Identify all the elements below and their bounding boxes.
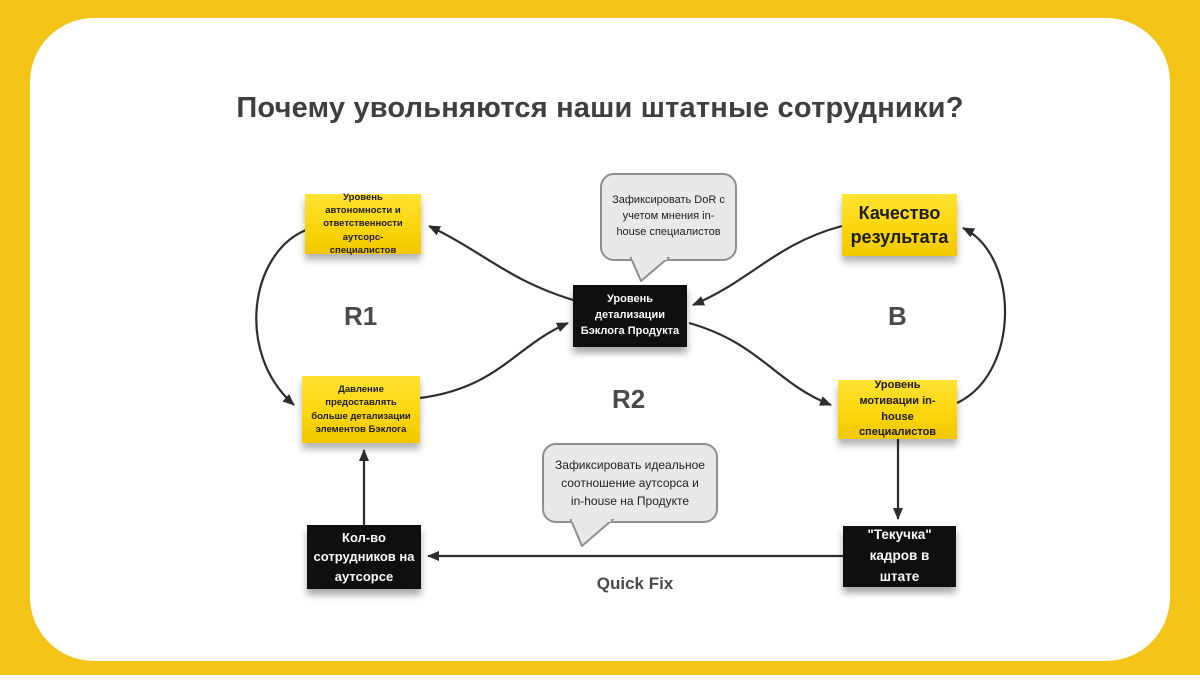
node-outsource-count: Кол-во сотрудников на аутсорсе [307, 525, 421, 589]
slide-background: Почему увольняются наши штатные сотрудни… [0, 0, 1200, 675]
speech-tail-icon [629, 257, 671, 282]
node-autonomy-outsource: Уровень автономности и ответственности а… [305, 192, 421, 256]
speech-tail-icon [569, 519, 615, 547]
slide-card: Почему увольняются наши штатные сотрудни… [30, 18, 1170, 661]
node-result-quality: Качество результата [842, 194, 957, 256]
callout-ratio-bubble: Зафиксировать идеальное соотношение аутс… [542, 443, 718, 547]
arrow-autonomy-to-pressure [255, 228, 307, 406]
callout-dor-text: Зафиксировать DoR с учетом мнения in-hou… [612, 194, 725, 238]
node-pressure-more-detail: Давление предоставлять больше детализаци… [302, 376, 420, 443]
loop-label-b: B [888, 301, 907, 331]
page-title: Почему увольняются наши штатные сотрудни… [236, 92, 964, 124]
arrow-backlog-to-autonomy [428, 225, 574, 302]
loop-label-r1: R1 [344, 301, 378, 331]
callout-ratio-text: Зафиксировать идеальное соотношение аутс… [555, 458, 705, 508]
loop-label-r2: R2 [612, 384, 646, 414]
loop-label-quick-fix: Quick Fix [596, 574, 674, 593]
node-inhouse-motivation: Уровень мотивации in-house специалистов [838, 379, 957, 439]
node-staff-turnover: "Текучка" кадров в штате [843, 526, 956, 587]
arrow-backlog-to-motivation [688, 321, 832, 407]
callout-dor-bubble: Зафиксировать DoR с учетом мнения in-hou… [600, 173, 737, 282]
arrow-motivation-to-quality [956, 227, 1007, 404]
arrow-pressure-to-backlog [419, 321, 569, 400]
node-backlog-detail-level: Уровень детализации Бэклога Продукта [573, 285, 687, 347]
